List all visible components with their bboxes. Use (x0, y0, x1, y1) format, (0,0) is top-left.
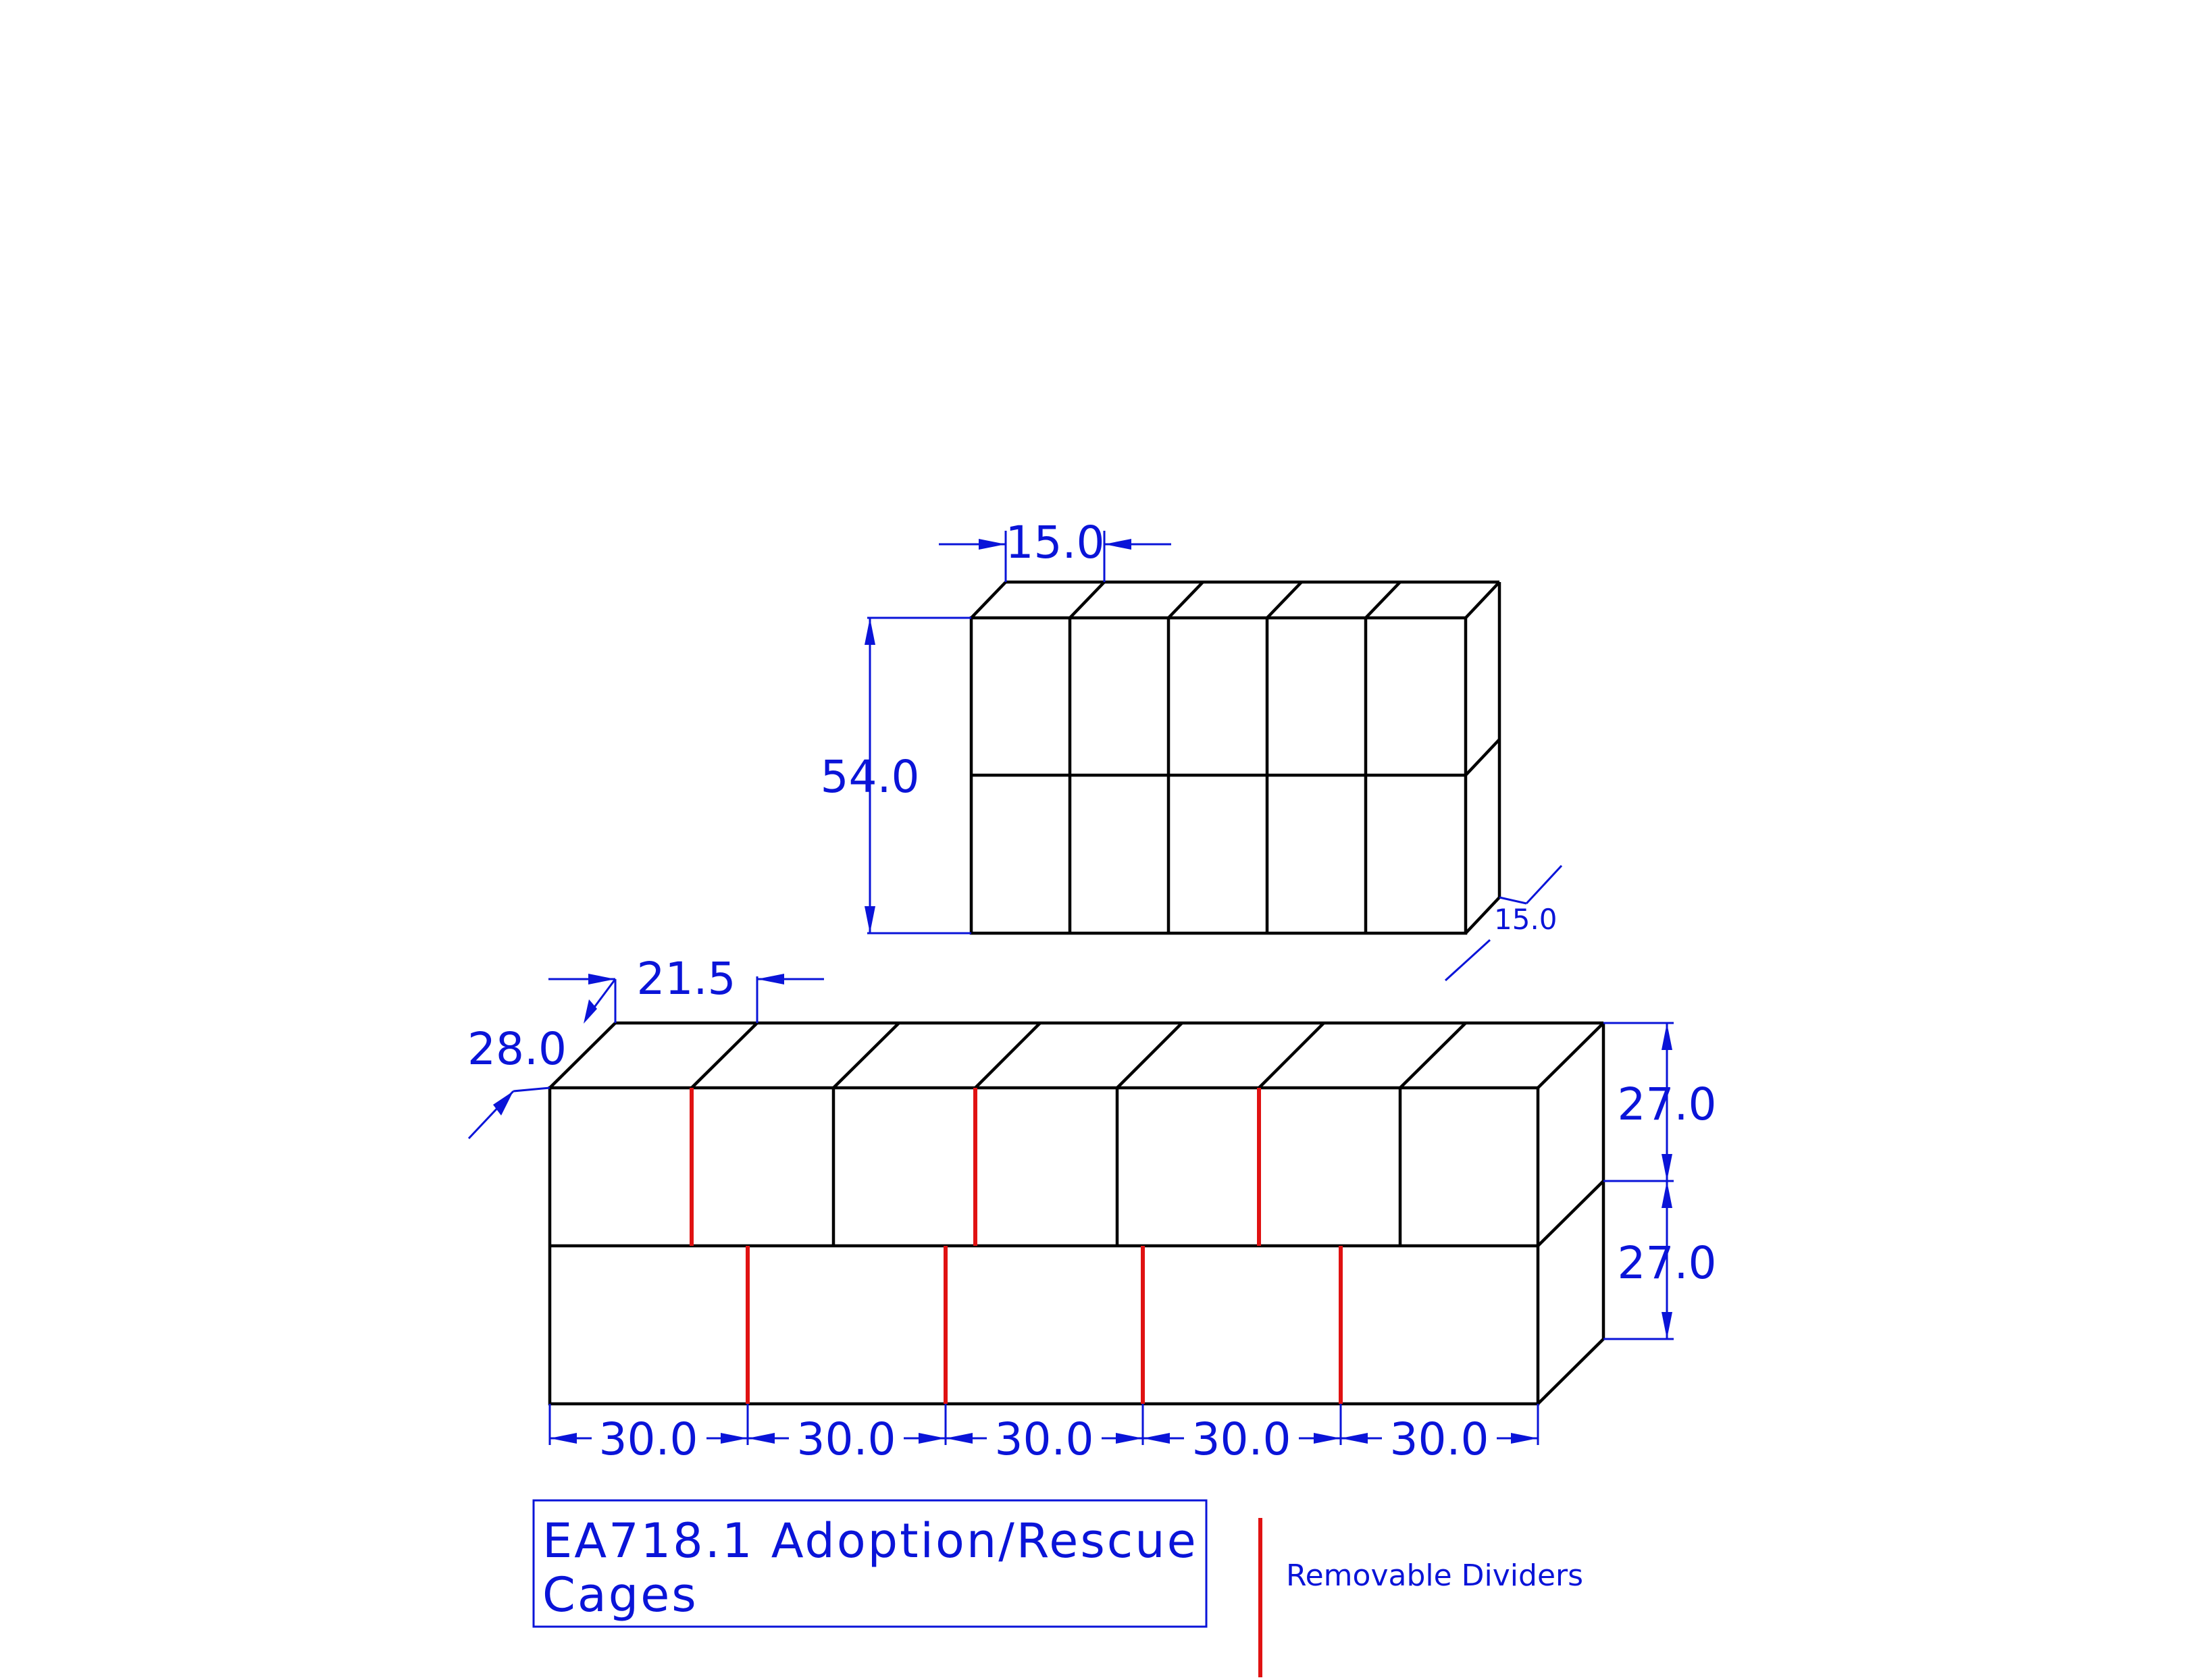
top-unit-side-shelf (1464, 738, 1501, 777)
top-unit-top-diagonal (970, 581, 1007, 619)
title-line-2: Cages (542, 1567, 698, 1623)
top-depth-label: 15.0 (1494, 903, 1558, 936)
bottom-unit-top-diagonal (974, 1022, 1041, 1089)
bottom-unit-top-diagonal (548, 1022, 617, 1089)
top-cage-unit (969, 580, 1501, 935)
title-block: EA718.1 Adoption/Rescue Cages (532, 1499, 1208, 1628)
bay-width-label: 30.0 (995, 1413, 1094, 1465)
top-width-label: 15.0 (1006, 517, 1105, 569)
bottom-height-dimensions: 27.0 27.0 (1603, 1022, 1717, 1340)
top-unit-top-diagonal (1069, 581, 1106, 619)
bay-width-label: 30.0 (1390, 1413, 1489, 1465)
top-width-dimension: 15.0 (939, 517, 1171, 582)
bottom-cage-unit (548, 1021, 1605, 1406)
title-line-1: EA718.1 Adoption/Rescue (542, 1513, 1198, 1569)
top-unit-side-edge (1464, 896, 1501, 935)
bottom-unit-top-diagonal (832, 1022, 900, 1089)
legend-label: Removable Dividers (1286, 1558, 1583, 1593)
bottom-unit-top-diagonal (1537, 1022, 1605, 1089)
bay-width-label: 30.0 (797, 1413, 896, 1465)
bay-width-label: 30.0 (1192, 1413, 1291, 1465)
top-unit-top-diagonal (1167, 581, 1204, 619)
top-unit-top-diagonal (1364, 581, 1401, 619)
bottom-offset-label: 21.5 (637, 953, 736, 1005)
legend: Removable Dividers (1258, 1518, 1583, 1677)
bay-width-dimensions: 30.0 30.0 30.0 30.0 30.0 (548, 1404, 1539, 1465)
top-unit-top-diagonal (1266, 581, 1303, 619)
bottom-depth-label: 28.0 (467, 1023, 567, 1075)
top-height-label: 54.0 (821, 751, 920, 803)
top-depth-dimension: 15.0 (1444, 864, 1563, 982)
bottom-unit-top-diagonal (1116, 1022, 1183, 1089)
bottom-depth-dimension: 28.0 (467, 978, 617, 1140)
bottom-unit-top-diagonal (1258, 1022, 1325, 1089)
top-height-dimension: 54.0 (821, 616, 971, 935)
bottom-unit-side-shelf (1537, 1180, 1605, 1247)
top-unit-top-diagonal (1464, 581, 1501, 619)
upper-height-label: 27.0 (1618, 1078, 1717, 1130)
title-block-frame (532, 1499, 1208, 1628)
lower-height-label: 27.0 (1618, 1237, 1717, 1289)
bottom-unit-top-diagonal (1399, 1022, 1467, 1089)
bay-width-label: 30.0 (599, 1413, 698, 1465)
bottom-unit-side-edge (1537, 1338, 1605, 1405)
removable-dividers (690, 1088, 1343, 1404)
bottom-offset-dimension: 21.5 (548, 953, 824, 1023)
bottom-unit-top-diagonal (690, 1022, 758, 1089)
